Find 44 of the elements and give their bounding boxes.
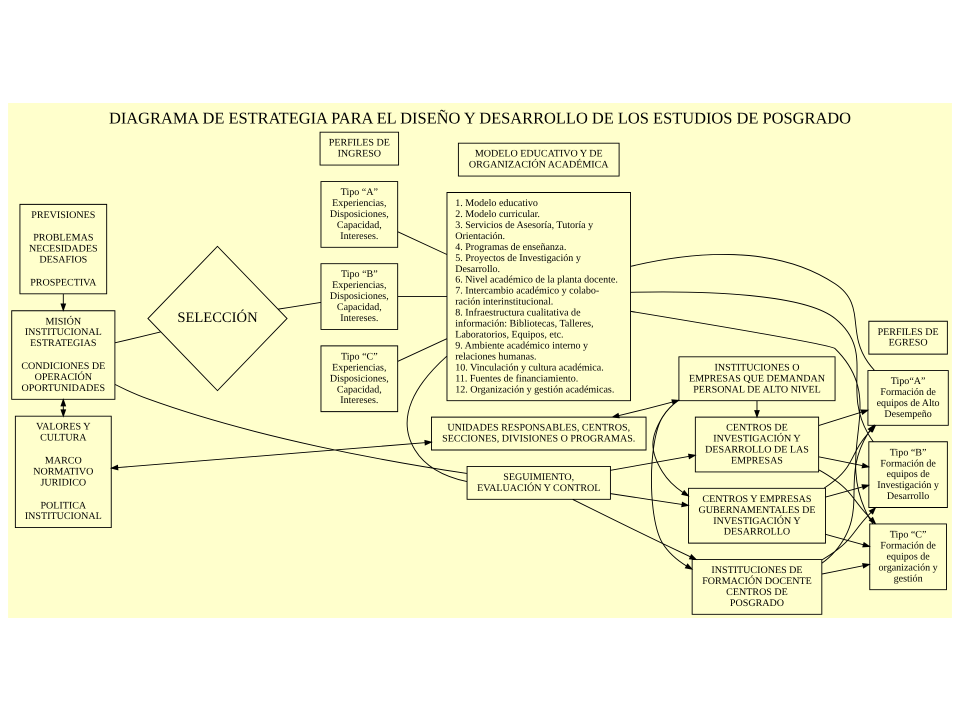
connector bbox=[406, 355, 468, 482]
arrow bbox=[818, 468, 876, 524]
node-box: VALORES Y CULTURA MARCO NORMATIVO JURIDICO POLITICA INSTITUCIONAL bbox=[14, 415, 112, 528]
node-box: INSTITUCIONES O EMPRESAS QUE DEMANDAN PERSONAL DE ALTO NIVEL bbox=[678, 356, 836, 401]
arrow bbox=[754, 400, 760, 418]
connector bbox=[397, 296, 448, 297]
node-box: Tipo“A” Formación de equipos de Alto Desempeño bbox=[867, 370, 949, 426]
node-box: CENTROS Y EMPRESAS GUBERNAMENTALES DE INVESTIGACIÓN Y DESARROLLO bbox=[688, 487, 826, 544]
node-box: INSTITUCIONES DE FORMACIÓN DOCENTE CENTROS DE POSGRADO bbox=[692, 558, 822, 614]
connector bbox=[397, 338, 448, 362]
arrow bbox=[60, 398, 66, 418]
node-box: PREVISIONES PROBLEMAS NECESIDADES DESAFIOS PROSPECTIVA bbox=[19, 203, 108, 294]
node-box: PERFILES DE INGRESO bbox=[320, 131, 400, 166]
connector bbox=[114, 330, 162, 343]
arrow bbox=[818, 408, 870, 426]
arrow bbox=[825, 533, 871, 547]
connector bbox=[630, 310, 874, 524]
node-box: 1. Modelo educativo 2. Modelo curricular. 3. Servicios de Asesoría, Tutoría y Orientación. 4. Programas de enseñanza. 5. Proyectos de Investigación y Desarrollo. 6. Nivel académico de la planta docente. 7. Intercambio académico y colabo- ración interinstitucional. 8. Infraestructura cualitativa de información: Bibliotecas, Talleres, Laboratorios, Equipos, etc. 9. Ambiente académico interno y relaciones humanas. 10. Vinculación y cultura académica. 11. Fuentes de financiamiento. 12. Organización y gestión académicas. bbox=[446, 192, 631, 401]
node-box: Tipo “B” Experiencias, Disposiciones, Capacidad, Intereses. bbox=[320, 262, 398, 330]
arrow bbox=[822, 562, 871, 574]
connector bbox=[397, 230, 448, 254]
node-box: UNIDADES RESPONSABLES, CENTROS, SECCIONES, DIVISIONES O PROGRAMAS. bbox=[431, 416, 646, 450]
node-diamond: SELECCIÓN bbox=[147, 245, 288, 391]
arrow bbox=[572, 498, 698, 560]
arrow bbox=[60, 293, 66, 312]
arrow bbox=[818, 456, 870, 468]
node-box: MISIÓN INSTITUCIONAL ESTRATEGIAS CONDICIONES DE OPERACIÓN OPORTUNIDADES bbox=[11, 310, 116, 400]
connector bbox=[278, 302, 322, 310]
node-box: Tipo “B” Formación de equipos de Investigación y Desarrollo bbox=[868, 440, 948, 508]
arrow bbox=[610, 453, 697, 470]
node-box: Tipo “A” Experiencias, Disposiciones, Capacidad, Intereses. bbox=[320, 180, 398, 248]
node-box: PERFILES DE EGRESO bbox=[868, 320, 948, 354]
connector bbox=[630, 254, 875, 370]
node-box: Tipo “C” Experiencias, Disposiciones, Capacidad, Intereses. bbox=[320, 344, 398, 412]
diagram-title: DIAGRAMA DE ESTRATEGIA PARA EL DISEÑO Y DESARROLLO DE LOS ESTUDIOS DE POSGRADO bbox=[108, 108, 852, 127]
node-box: Tipo “C” Formación de equipos de organización y gestión bbox=[869, 523, 947, 590]
connector bbox=[114, 383, 468, 474]
node-box: MODELO EDUCATIVO Y DE ORGANIZACIÓN ACADÉMICA bbox=[458, 142, 620, 176]
arrow bbox=[110, 439, 433, 470]
node-box: CENTROS DE INVESTIGACIÓN Y DESARROLLO DE LAS EMPRESAS bbox=[694, 416, 820, 472]
node-box: SEGUIMIENTO, EVALUACIÓN Y CONTROL bbox=[466, 465, 611, 500]
arrow bbox=[610, 492, 690, 507]
arrow bbox=[825, 484, 870, 498]
arrow bbox=[822, 506, 876, 560]
